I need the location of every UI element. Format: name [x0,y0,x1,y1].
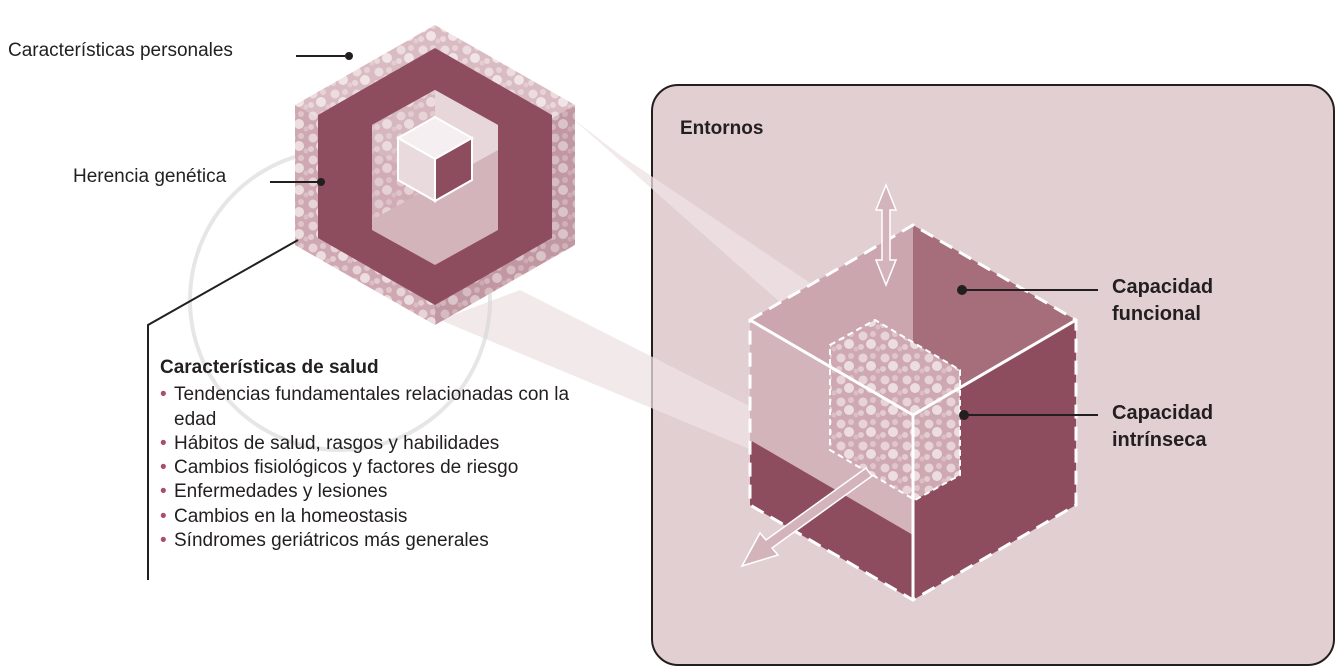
health-bracket-line [147,239,299,580]
personal-characteristics-label: Características personales [8,40,233,61]
health-list-item: Hábitos de salud, rasgos y habilidades [160,432,614,457]
health-characteristics-title: Características de salud [160,357,379,378]
diagonal-arrow [740,466,874,568]
health-list: Tendencias fundamentales relacionadas co… [160,383,614,553]
genetic-inheritance-label: Herencia genética [73,166,227,187]
vertical-double-arrow [874,182,898,288]
health-characteristics-block: Características de salud Tendencias fund… [160,356,614,554]
genetic-leader-dot [317,178,325,186]
environments-title: Entornos [680,118,764,139]
health-list-item: Síndromes geriátricos más generales [160,529,614,554]
health-list-item: Cambios fisiológicos y factores de riesg… [160,456,614,481]
cube-edges [749,318,1077,600]
intrinsic-capacity-cube [829,318,961,502]
intrinsic-capacity-label: Capacidad intrínseca [1112,402,1214,451]
health-list-item: Tendencias fundamentales relacionadas co… [160,383,614,432]
health-list-item: Enfermedades y lesiones [160,480,614,505]
personal-leader-dot [345,52,353,60]
inner-small-cube [395,115,475,203]
functional-capacity-label: Capacidad funcional [1112,276,1214,325]
health-list-item: Cambios en la homeostasis [160,505,614,530]
